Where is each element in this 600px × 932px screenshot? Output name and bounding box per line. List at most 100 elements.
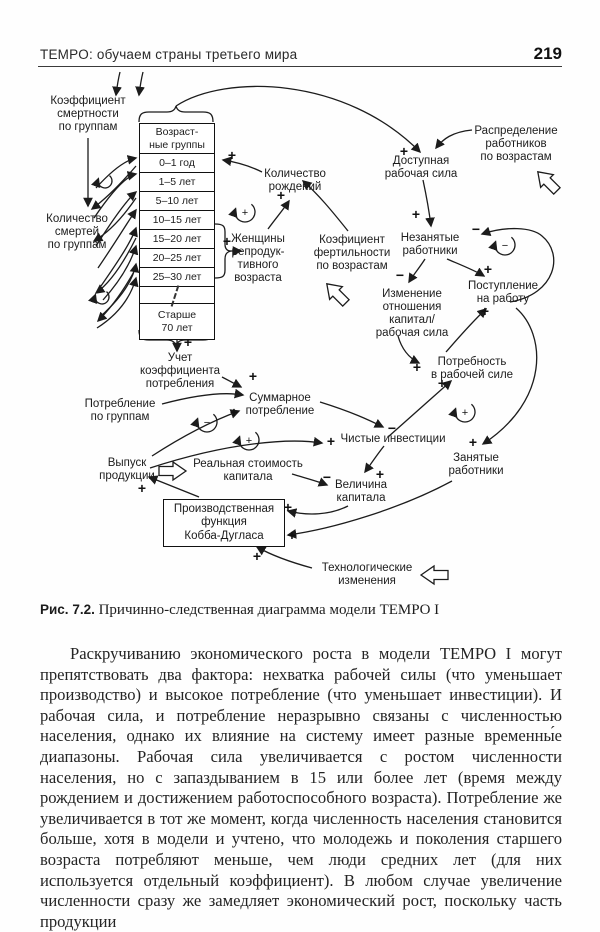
arrow-entry-to-employed <box>481 307 538 445</box>
minus-sign: − <box>396 267 404 283</box>
fan-arrow <box>93 171 138 219</box>
node-fertility-rate: Коэфициент фертильности по возрастам <box>313 234 391 273</box>
loop-circle-arrow <box>448 403 476 423</box>
running-header: TEMPO: обучаем страны третьего мира 219 <box>40 44 562 64</box>
node-employed-workers: Занятые работники <box>448 452 504 478</box>
causal-arrows <box>83 71 555 569</box>
plus-sign: + <box>413 359 421 375</box>
age-row-ellipsis <box>140 285 214 307</box>
body-text: Раскручиванию экономического роста в мод… <box>40 644 562 932</box>
fan-arrow <box>90 165 137 210</box>
plus-sign: + <box>469 434 477 450</box>
diagram-arrows-layer: + − + − + <box>83 71 562 586</box>
node-available-labor: Доступная рабочая сила <box>384 155 458 181</box>
plus-sign: + <box>438 375 446 391</box>
arrow-tech-to-cobb <box>255 546 313 569</box>
node-capital-amount: Величина капитала <box>335 479 387 505</box>
fan-arrow <box>95 155 138 189</box>
deaths-agebox-arrow-fan <box>88 155 140 329</box>
node-employment-entry: Поступление на работу <box>467 280 539 306</box>
exogenous-down-arrow-2 <box>135 71 145 97</box>
loop-marker-negative: − <box>190 413 218 433</box>
plus-sign: + <box>400 143 408 159</box>
header-rule <box>38 66 562 67</box>
brace-top <box>138 105 214 123</box>
arrow-groups-to-total-consumption <box>161 388 245 405</box>
arrow-women-to-births <box>267 199 290 230</box>
node-output: Выпуск продукции <box>99 457 155 483</box>
arrow-unemployed-to-ratio-change <box>408 258 426 284</box>
node-real-capital-value: Реальная стоимость капитала <box>193 458 303 484</box>
age-box-header: Возраст- ные группы <box>140 124 214 154</box>
loop-marker-negative: − <box>488 236 516 256</box>
plus-sign: + <box>484 261 492 277</box>
fan-loop-spiral <box>91 175 113 189</box>
fan-arrow <box>100 262 140 317</box>
fan-arrow <box>96 267 137 323</box>
fan-arrow <box>102 244 139 301</box>
plus-sign: + <box>277 187 285 203</box>
figure-caption-label: Рис. 7.2. <box>40 602 95 617</box>
loop-circle-arrow <box>190 413 218 433</box>
causal-diagram: + − + − + <box>0 68 600 603</box>
node-total-consumption: Суммарное потребление <box>245 392 315 418</box>
plus-sign: + <box>228 147 236 163</box>
hollow-arrows <box>158 171 562 586</box>
node-death-rate: Коэффициент смертности по группам <box>50 95 126 134</box>
loop-sign: − <box>502 240 508 252</box>
arrow-investment-to-capital <box>364 445 385 474</box>
loop-circle-arrow <box>228 203 256 223</box>
fan-arrow <box>97 208 137 269</box>
age-row: 20–25 лет <box>140 249 214 268</box>
fan-arrow <box>92 197 137 242</box>
arrow-accounting-to-total <box>221 376 243 388</box>
arrow-output-to-investment <box>149 436 324 469</box>
minus-sign: − <box>388 420 396 436</box>
loop-marker-positive: + <box>228 203 256 223</box>
arrow-investment-to-demand <box>387 380 453 438</box>
arrow-demand-to-entry <box>445 308 488 353</box>
node-unemployed-workers: Незанятые работники <box>400 232 460 258</box>
arrow-output-to-total-consumption <box>151 409 241 457</box>
node-workers-distribution: Распределение работников по возрастам <box>474 125 558 164</box>
age-row: 10–15 лет <box>140 211 214 230</box>
arrow-employed-to-cobb <box>286 480 453 539</box>
plus-sign: + <box>376 466 384 482</box>
age-row: 0–1 год <box>140 154 214 173</box>
plus-sign: + <box>184 334 192 350</box>
hollow-arrow-output-to-realvalue <box>158 460 188 482</box>
plus-sign: + <box>481 303 489 319</box>
arrow-available-to-unemployed <box>422 179 435 228</box>
figure-caption-text: Причинно-следственная диаграмма модели T… <box>94 602 440 618</box>
plus-sign: + <box>412 206 420 222</box>
node-reproductive-women: Женщины репродук- тивного возраста <box>231 233 285 285</box>
body-paragraph: Раскручиванию экономического роста в мод… <box>40 644 562 931</box>
plus-sign: + <box>138 480 146 496</box>
arrow-ratio-change-to-demand <box>397 335 421 364</box>
plus-sign: + <box>288 527 296 543</box>
minus-sign: − <box>472 221 480 237</box>
loop-markers: + − + − + <box>190 203 516 451</box>
node-deaths-count: Количество смертей по группам <box>46 213 108 252</box>
figure-caption: Рис. 7.2. Причинно-следственная диаграмм… <box>40 601 562 619</box>
loop-sign: + <box>242 207 248 219</box>
age-row: 25–30 лет <box>140 268 214 287</box>
plus-sign: + <box>223 233 231 249</box>
arrow-cobb-to-output <box>147 475 200 498</box>
loop-sign: + <box>462 407 468 419</box>
hollow-arrow-tech-input <box>419 564 449 586</box>
node-capital-labor-ratio-change: Изменение отношения капитал/ рабочая сил… <box>375 288 449 340</box>
hollow-arrow-fertility-input <box>326 283 351 308</box>
loop-sign: + <box>246 435 252 447</box>
plus-sign: + <box>327 433 335 449</box>
node-consumption-by-groups: Потребление по группам <box>84 398 156 424</box>
fan-arrow <box>100 226 138 287</box>
loop-marker-positive: + <box>448 403 476 423</box>
ellipsis-dash <box>170 285 180 307</box>
arrow-agebox-to-available-labor <box>175 85 422 154</box>
plus-sign: + <box>249 368 257 384</box>
age-row: 1–5 лет <box>140 173 214 192</box>
page-number: 219 <box>533 44 562 63</box>
fan-arrow <box>94 237 137 294</box>
